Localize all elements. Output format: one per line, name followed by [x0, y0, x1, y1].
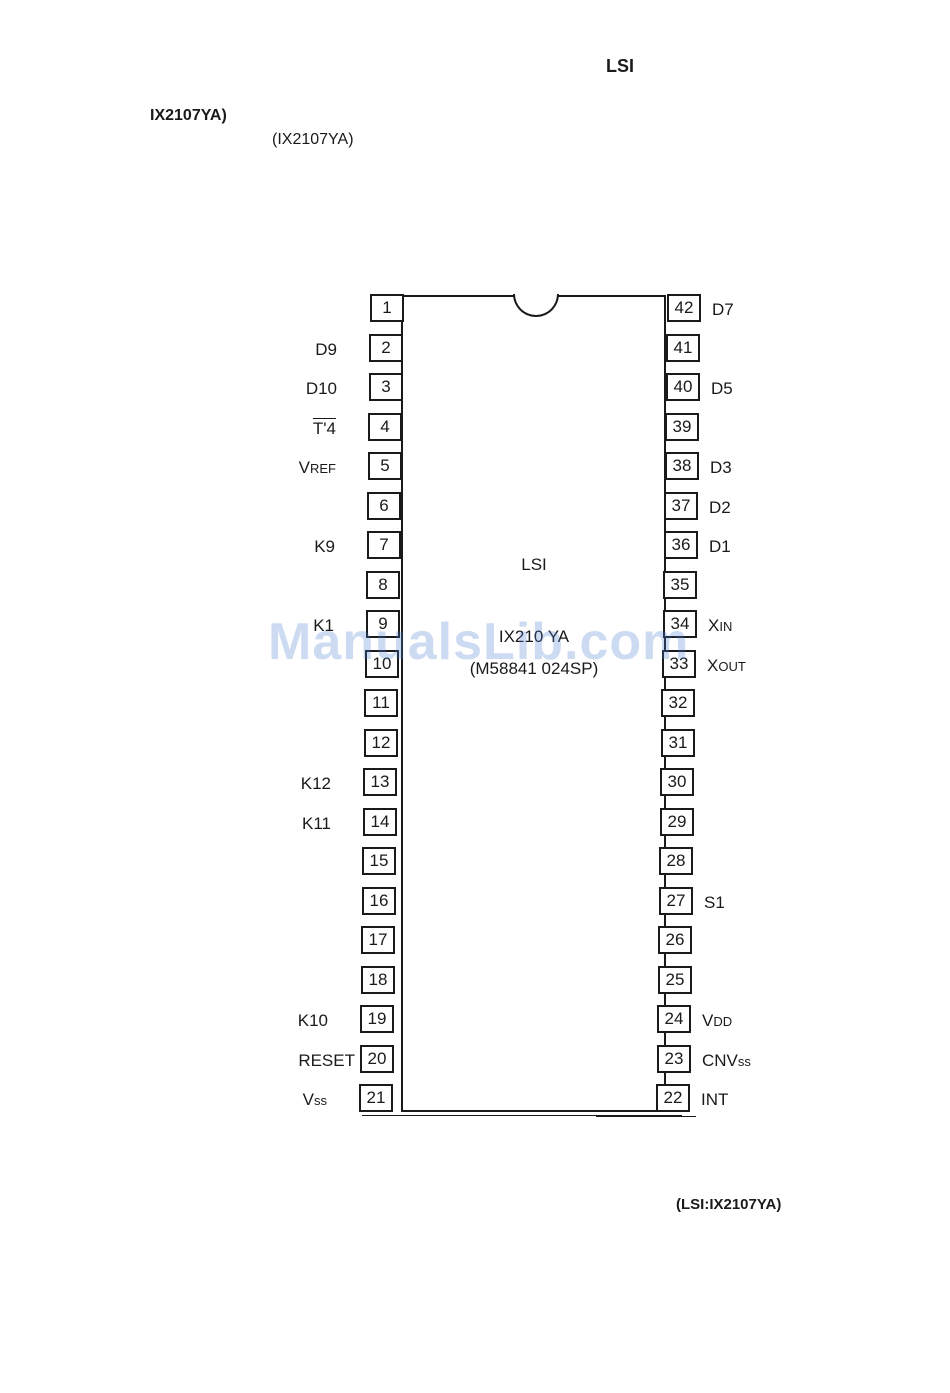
pin-36: 36 [664, 531, 698, 559]
pin-42-label: D7 [712, 300, 734, 320]
pin-22-label: INT [701, 1090, 728, 1110]
chip-label: LSI [403, 555, 665, 575]
pin-11: 11 [364, 689, 398, 717]
pin-29: 29 [660, 808, 694, 836]
pin-36-label: D1 [709, 537, 731, 557]
pin-25: 25 [658, 966, 692, 994]
page-title: LSI [606, 56, 634, 77]
pin1-notch [513, 294, 559, 317]
pin-6: 6 [367, 492, 401, 520]
pin-35: 35 [663, 571, 697, 599]
pin-19: 19 [360, 1005, 394, 1033]
pin-22: 22 [656, 1084, 690, 1112]
footer-caption: (LSI:IX2107YA) [676, 1196, 781, 1213]
pin-37-label: D2 [709, 498, 731, 518]
pin-41: 41 [666, 334, 700, 362]
pin-3-label: D10 [306, 379, 337, 399]
pin-23: 23 [657, 1045, 691, 1073]
pin-4-label: T'4 [313, 419, 336, 439]
pin-19-label: K10 [298, 1011, 328, 1031]
pin-18: 18 [361, 966, 395, 994]
pin-24-label: VDD [702, 1011, 732, 1031]
pin-4: 4 [368, 413, 402, 441]
pin-27-label: S1 [704, 893, 725, 913]
pin-33-label: XOUT [707, 656, 746, 676]
pin-3: 3 [369, 373, 403, 401]
pin-31: 31 [661, 729, 695, 757]
pin-37: 37 [664, 492, 698, 520]
pin-5: 5 [368, 452, 402, 480]
pin-21: 21 [359, 1084, 393, 1112]
pin-13: 13 [363, 768, 397, 796]
baseline-rule-right [596, 1116, 696, 1117]
pin-14: 14 [363, 808, 397, 836]
pin-40: 40 [666, 373, 700, 401]
pin-39: 39 [665, 413, 699, 441]
pin-42: 42 [667, 294, 701, 322]
pin-38: 38 [665, 452, 699, 480]
pin-2: 2 [369, 334, 403, 362]
pin-38-label: D3 [710, 458, 732, 478]
pin-8: 8 [366, 571, 400, 599]
watermark: ManualsLib.com [268, 612, 689, 672]
pin-17: 17 [361, 926, 395, 954]
pin-24: 24 [657, 1005, 691, 1033]
ic-package: LSI IX210 YA (M58841 024SP) [403, 295, 665, 1112]
pin-40-label: D5 [711, 379, 733, 399]
model-heading: IX2107YA) [150, 107, 227, 125]
pin-2-label: D9 [315, 340, 337, 360]
model-subheading: (IX2107YA) [272, 131, 354, 149]
pin-7: 7 [367, 531, 401, 559]
pin-34-label: XIN [708, 616, 732, 636]
pin-5-label: VREF [299, 458, 336, 478]
pin-1: 1 [370, 294, 404, 322]
pin-15: 15 [362, 847, 396, 875]
pin-16: 16 [362, 887, 396, 915]
pin-30: 30 [660, 768, 694, 796]
pin-23-label: CNVss [702, 1051, 751, 1071]
pin-20-label: RESET [298, 1051, 355, 1071]
pin-13-label: K12 [301, 774, 331, 794]
pin-27: 27 [659, 887, 693, 915]
pin-21-label: Vss [303, 1090, 327, 1110]
pin-7-label: K9 [314, 537, 335, 557]
pin-14-label: K11 [302, 814, 331, 834]
pin-28: 28 [659, 847, 693, 875]
pin-26: 26 [658, 926, 692, 954]
pin-12: 12 [364, 729, 398, 757]
pin-32: 32 [661, 689, 695, 717]
pin-20: 20 [360, 1045, 394, 1073]
